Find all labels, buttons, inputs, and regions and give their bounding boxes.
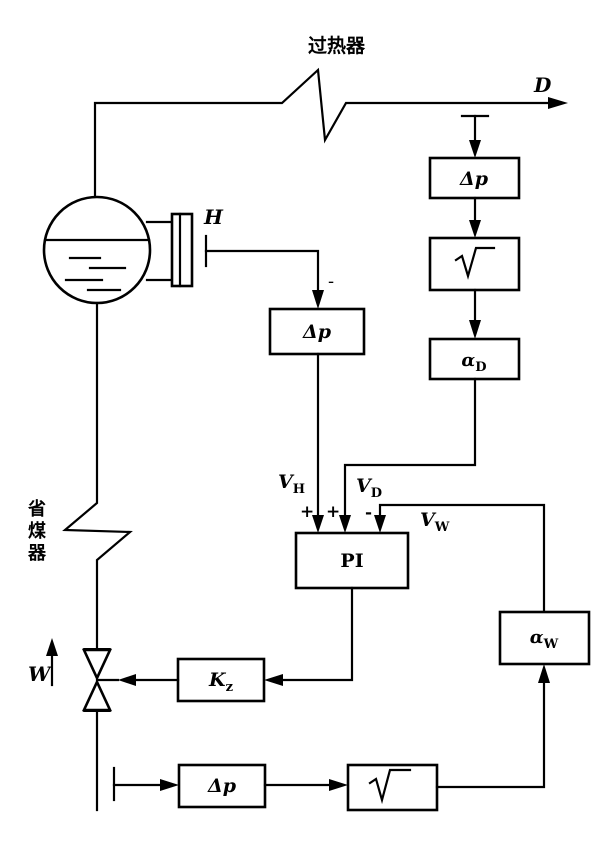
vd-arrow [339,515,351,533]
dp-level-text: Δp [302,321,332,343]
vd-plus: + [326,502,340,522]
steam-drum [42,195,152,305]
water-arrow-1 [329,779,348,791]
vh-label: VH [278,471,305,497]
feedwater-direction-arrow [46,638,58,656]
feedwater-pipe-upper [62,301,133,650]
water-arrow-2 [538,664,550,683]
vh-plus: + [300,502,314,522]
alpha-w-block [498,610,591,666]
pi-output-arrow [264,674,283,686]
dp-water-text: Δp [207,775,237,797]
vw-signal-wire [378,503,546,614]
alpha-d-block [428,337,521,381]
vd-label: VD [356,475,382,501]
sqrt-steam-block [428,236,521,292]
superheater-label: 过热器 [308,34,366,57]
sqrt-water-symbol [368,768,412,805]
steam-tap-arrow [469,140,481,158]
water-tap-arrow [160,779,179,791]
vh-arrow [312,515,324,533]
dp-steam-text: Δp [459,168,489,190]
level-signal-arrow [312,290,324,309]
level-sign: - [328,271,334,292]
feedwater-valve-top [81,648,113,682]
level-vessel [170,212,194,288]
water-wire-2 [435,678,546,789]
dp-steam-block [428,156,521,200]
feedwater-label: W [28,662,53,686]
alpha-w-text: αW [530,627,559,652]
vw-label: VW [420,509,450,535]
vw-arrow [374,515,386,533]
economizer-char-1: 省煤器 [27,498,47,564]
vd-signal-wire [343,377,477,522]
steam-arrow-1 [469,220,481,238]
level-signal-wire [204,249,320,297]
pi-controller-block [294,531,410,590]
dp-water-block [177,763,267,809]
steam-pipe [93,67,557,232]
steam-flow-label: D [533,73,552,97]
steam-arrow-2 [469,320,481,339]
alpha-d-text: αD [461,350,486,375]
sqrt-steam-symbol [454,246,496,280]
vw-minus: - [365,503,372,523]
sqrt-water-block [346,763,439,812]
pi-output-wire [276,586,354,682]
feedwater-valve-bottom [81,678,113,712]
kz-output-arrow [118,674,136,686]
kz-text: Kz [208,669,233,695]
level-label: H [203,205,224,229]
steam-flow-arrow [548,97,568,109]
kz-block [176,657,266,703]
pi-controller-text: PI [340,550,363,572]
